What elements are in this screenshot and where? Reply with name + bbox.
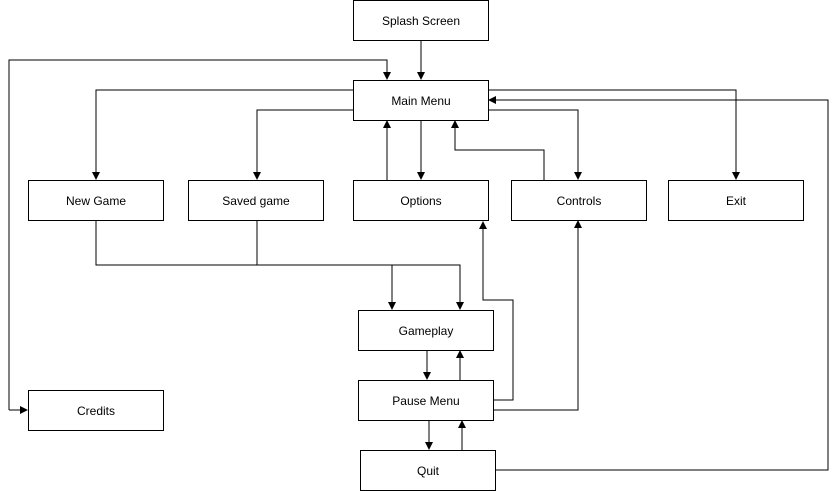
edge-main-menu-to-saved-game xyxy=(253,109,353,180)
edge-main-menu-to-new-game xyxy=(92,89,353,180)
node-exit: Exit xyxy=(668,180,804,221)
edge-new-game-to-gameplay xyxy=(95,220,396,310)
edge-pause-menu-to-controls xyxy=(493,220,582,411)
node-main-menu: Main Menu xyxy=(353,80,489,121)
edge-saved-game-to-gameplay xyxy=(256,220,464,310)
node-saved-game: Saved game xyxy=(188,180,324,221)
node-options: Options xyxy=(353,180,489,221)
edge-pause-menu-to-options xyxy=(479,221,514,401)
node-new-game: New Game xyxy=(28,180,164,221)
node-credits: Credits xyxy=(28,390,164,431)
edge-main-menu-to-exit xyxy=(488,89,740,180)
edge-controls-to-main-menu xyxy=(451,120,545,180)
node-controls: Controls xyxy=(511,180,647,221)
node-quit: Quit xyxy=(360,450,496,491)
node-splash-screen: Splash Screen xyxy=(353,0,489,41)
edge-quit-to-main-menu xyxy=(488,96,829,471)
edge-main-menu-to-controls xyxy=(488,109,582,180)
node-pause-menu: Pause Menu xyxy=(358,380,494,421)
edge-credits-to-main-menu xyxy=(8,59,391,410)
node-gameplay: Gameplay xyxy=(358,310,494,351)
